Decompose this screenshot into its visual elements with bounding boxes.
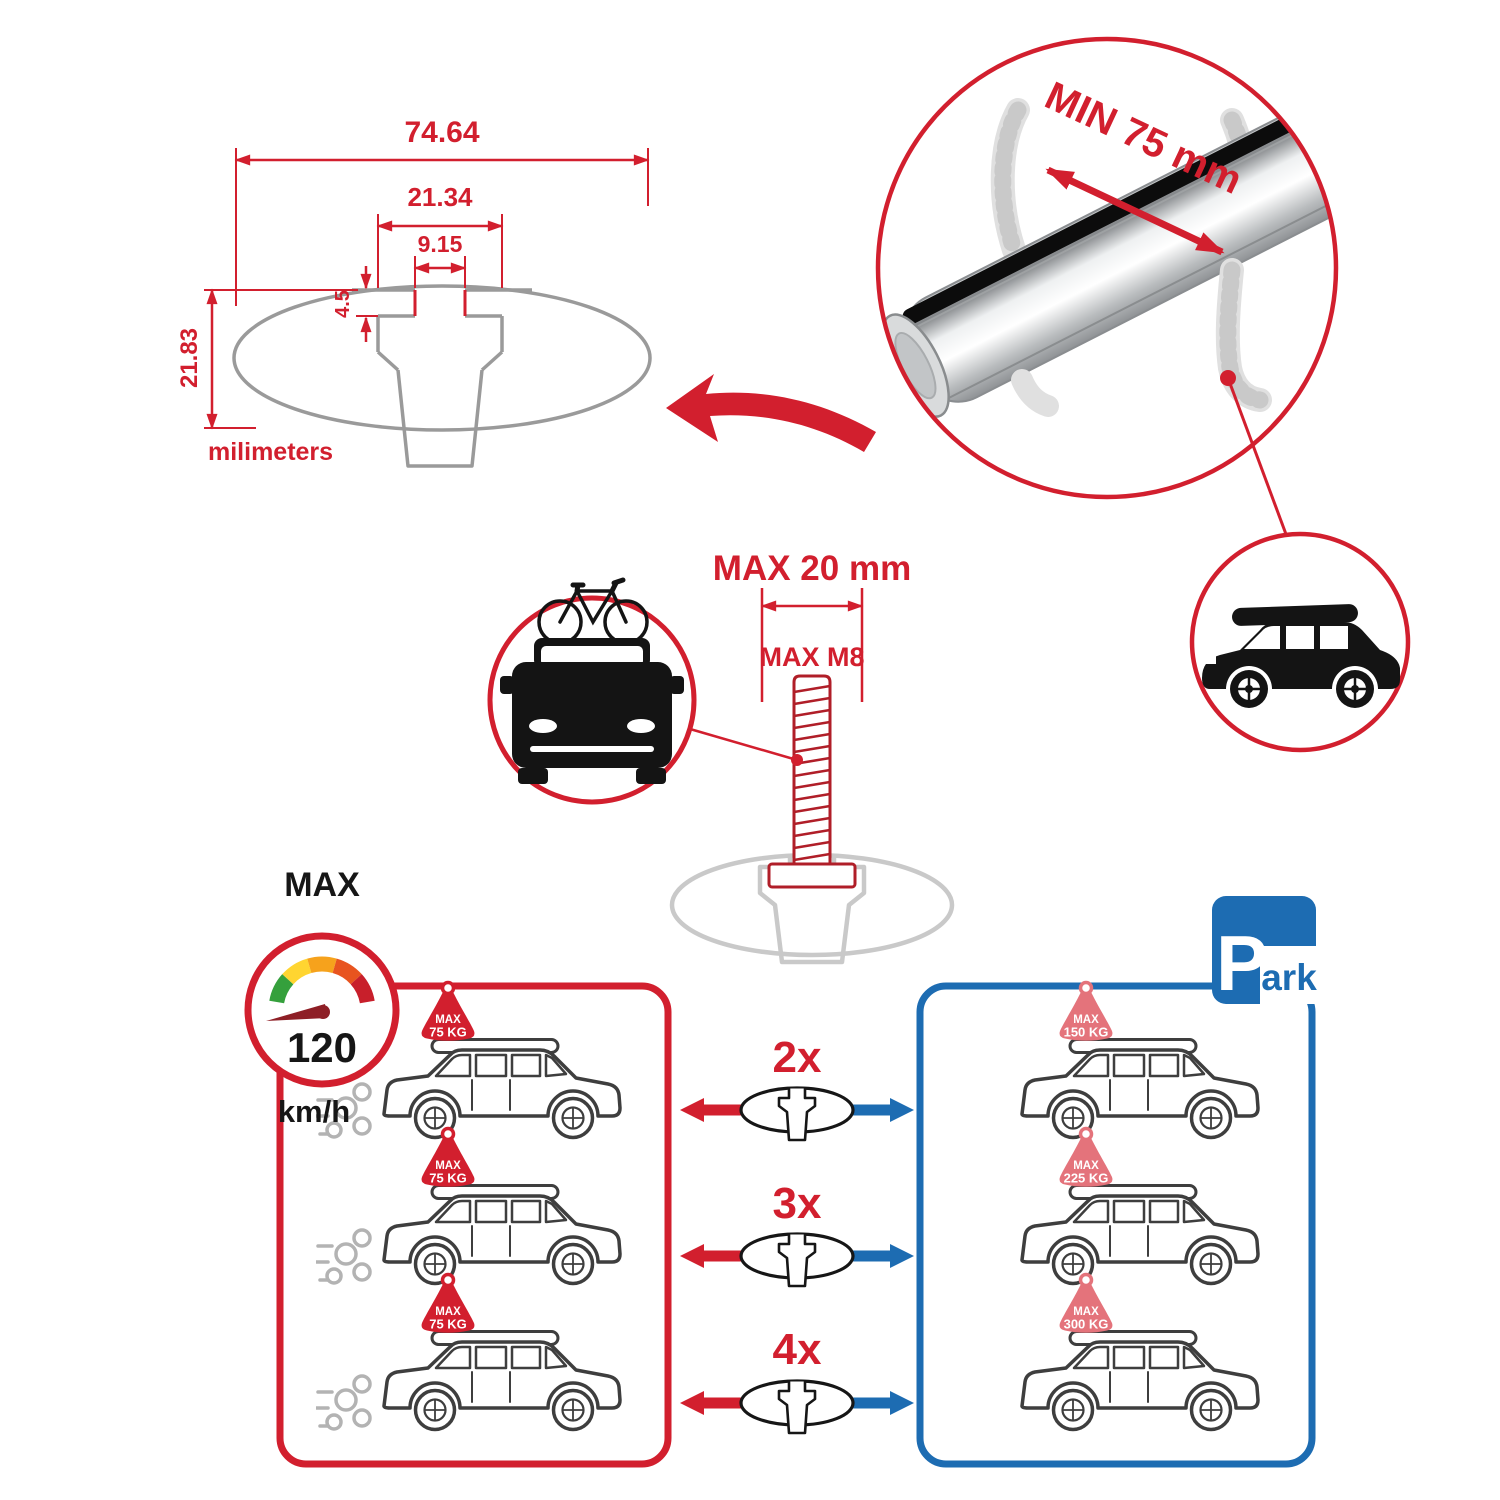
lip-thickness-label: 4.5 bbox=[332, 290, 354, 318]
crossbar-profile-icon bbox=[739, 1086, 855, 1142]
flag-weight-label: 150 KG bbox=[1064, 1025, 1109, 1040]
clamp-ghost-feet bbox=[1011, 258, 1272, 417]
crossbar-option-row: 4x bbox=[680, 1325, 914, 1435]
parking-sign: P ark bbox=[1212, 896, 1318, 1007]
load-comparison: 2x 3x 4x bbox=[244, 866, 1318, 1468]
quantity-label: 2x bbox=[773, 1033, 822, 1082]
load-flag: MAX 300 KG bbox=[1059, 1272, 1113, 1333]
flag-max-label: MAX bbox=[1073, 1014, 1099, 1026]
suv-rooftop-circle bbox=[1189, 531, 1411, 753]
flag-body bbox=[1059, 992, 1113, 1041]
speed-max-label: MAX bbox=[284, 866, 360, 904]
flag-weight-label: 75 KG bbox=[429, 1317, 467, 1332]
speed-value: 120 bbox=[287, 1024, 357, 1071]
t-bolt-icon bbox=[767, 674, 857, 889]
to-driving-arrowhead bbox=[680, 1098, 704, 1122]
suv-with-roofbox-icon bbox=[1202, 604, 1400, 708]
bar-closeup: MIN 75 mm bbox=[875, 36, 1339, 546]
to-parked-arrowhead bbox=[890, 1391, 914, 1415]
dim-ext-total-height bbox=[204, 289, 358, 429]
bolt-diagram: MAX 20 mm MAX M8 bbox=[487, 549, 955, 965]
quantity-label: 4x bbox=[773, 1325, 822, 1374]
total-height-label: 21.83 bbox=[176, 328, 203, 388]
to-parked-arrowhead bbox=[890, 1244, 914, 1268]
flag-ring bbox=[440, 980, 456, 996]
to-parked-arrowhead bbox=[890, 1098, 914, 1122]
crossbar-profile-icon bbox=[739, 1379, 855, 1435]
dim-ext-slot-opening bbox=[414, 256, 466, 288]
flag-weight-label: 75 KG bbox=[429, 1025, 467, 1040]
flag-weight-label: 75 KG bbox=[429, 1171, 467, 1186]
min-span-arrow bbox=[1045, 166, 1225, 256]
flag-body bbox=[421, 1284, 475, 1333]
roof-box-icon bbox=[1232, 604, 1358, 626]
crossbar-profile-icon bbox=[739, 1232, 855, 1288]
car-front-icon bbox=[500, 638, 684, 784]
flag-max-label: MAX bbox=[435, 1306, 461, 1318]
flag-body bbox=[1059, 1284, 1113, 1333]
flag-ring bbox=[440, 1272, 456, 1288]
flag-max-label: MAX bbox=[1073, 1306, 1099, 1318]
crossbar-option-row: 2x bbox=[680, 1033, 914, 1142]
t-slot-profile bbox=[352, 288, 532, 468]
flag-max-label: MAX bbox=[435, 1014, 461, 1026]
closeup-circle-ring bbox=[875, 36, 1339, 500]
slot-outer-width-label: 21.34 bbox=[407, 182, 473, 212]
total-width-label: 74.64 bbox=[404, 116, 479, 149]
flag-max-label: MAX bbox=[435, 1160, 461, 1172]
t-bolt-head bbox=[767, 862, 857, 889]
load-flag: MAX 75 KG bbox=[421, 1272, 475, 1333]
flag-ring bbox=[1078, 1126, 1094, 1142]
parking-sign-chip bbox=[1260, 946, 1318, 1004]
flag-ring bbox=[1078, 980, 1094, 996]
load-flag: MAX 225 KG bbox=[1059, 1126, 1113, 1187]
bolt-max-thread-label: MAX M8 bbox=[759, 642, 864, 672]
speed-unit: km/h bbox=[278, 1094, 350, 1129]
speedometer-icon: 120 bbox=[244, 932, 400, 1088]
load-flag: MAX 150 KG bbox=[1059, 980, 1113, 1041]
bar-cross-section-ellipse bbox=[232, 284, 652, 432]
dim-ext-slot-outer bbox=[377, 214, 503, 288]
gauge-needle bbox=[266, 1004, 327, 1021]
flag-ring bbox=[440, 1126, 456, 1142]
flag-body bbox=[421, 992, 475, 1041]
bolt-leader-line bbox=[689, 727, 798, 762]
flag-weight-label: 300 KG bbox=[1064, 1317, 1109, 1332]
speed-limit: MAX 120 km/h bbox=[244, 866, 400, 1129]
slot-opening-width-label: 9.15 bbox=[418, 231, 463, 257]
clamp-ghost-left-icon bbox=[990, 98, 1030, 262]
flag-ring bbox=[1078, 1272, 1094, 1288]
technical-drawing: 74.64 21.34 9.15 4.5 21.83 milimeters bbox=[176, 116, 652, 468]
parked-cars: MAX 150 KG MAX 225 KG MAX 300 KG bbox=[1020, 980, 1260, 1432]
load-flag: MAX 75 KG bbox=[421, 1126, 475, 1187]
flag-weight-label: 225 KG bbox=[1064, 1171, 1109, 1186]
flag-body bbox=[1059, 1138, 1113, 1187]
crossbar-option-row: 3x bbox=[680, 1179, 914, 1288]
units-label: milimeters bbox=[208, 438, 333, 466]
crossbar-option-rows: 2x 3x 4x bbox=[680, 1033, 914, 1435]
flag-max-label: MAX bbox=[1073, 1160, 1099, 1172]
bolt-point-dot bbox=[791, 754, 803, 766]
closeup-to-drawing-arrow bbox=[666, 374, 876, 452]
bolt-thread-lines bbox=[793, 684, 831, 862]
closeup-leader-line bbox=[1226, 377, 1292, 546]
parking-sign-letter: P bbox=[1216, 919, 1268, 1007]
dim-ext-total-width bbox=[235, 148, 649, 306]
t-slot-opening-walls bbox=[413, 290, 467, 316]
parking-sign-suffix: ark bbox=[1261, 957, 1317, 998]
quantity-label: 3x bbox=[773, 1179, 822, 1228]
bolt-max-length-label: MAX 20 mm bbox=[713, 549, 911, 588]
to-driving-arrowhead bbox=[680, 1244, 704, 1268]
flag-body bbox=[421, 1138, 475, 1187]
driving-cars: MAX 75 KG MAX 75 KG MAX 75 KG bbox=[316, 980, 622, 1432]
load-flag: MAX 75 KG bbox=[421, 980, 475, 1041]
bike-car-circle bbox=[487, 577, 697, 805]
to-driving-arrowhead bbox=[680, 1391, 704, 1415]
gauge-arcs bbox=[269, 956, 375, 1004]
